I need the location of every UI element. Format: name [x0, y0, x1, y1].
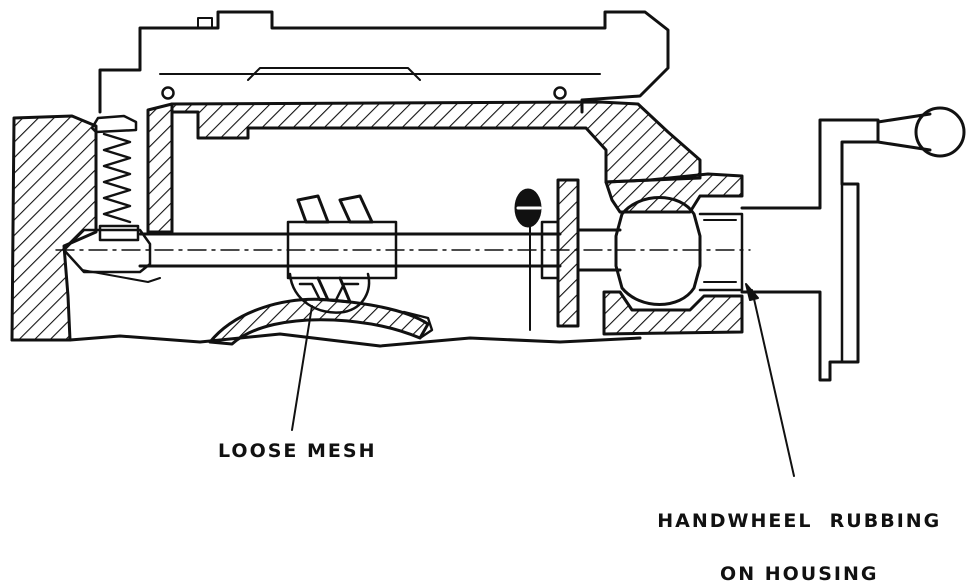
mechanism-cross-section-diagram — [10, 10, 966, 477]
collar — [529, 178, 580, 331]
shaft — [55, 232, 751, 268]
callout-leaders — [291, 283, 795, 477]
handwheel — [740, 106, 966, 382]
ball-bearing — [576, 196, 744, 306]
screw-hole-right — [553, 86, 567, 100]
handwheel-knob — [914, 106, 966, 158]
set-screw-head — [514, 188, 542, 228]
handwheel-label-line1: HANDWHEEL RUBBING — [657, 509, 942, 532]
spring-plunger — [62, 114, 161, 283]
upper-carriage — [98, 10, 670, 114]
worm-gear — [286, 194, 398, 314]
handwheel-rubbing-label: HANDWHEEL RUBBING ON HOUSING — [640, 481, 941, 587]
housing-section — [10, 100, 744, 348]
handwheel-label-line2: ON HOUSING — [720, 562, 879, 585]
loose-mesh-label: LOOSE MESH — [218, 440, 377, 462]
screw-hole-left — [161, 86, 175, 100]
leader-handwheel — [751, 289, 795, 477]
leader-loose-mesh — [291, 305, 313, 431]
gear-segment — [208, 297, 434, 346]
